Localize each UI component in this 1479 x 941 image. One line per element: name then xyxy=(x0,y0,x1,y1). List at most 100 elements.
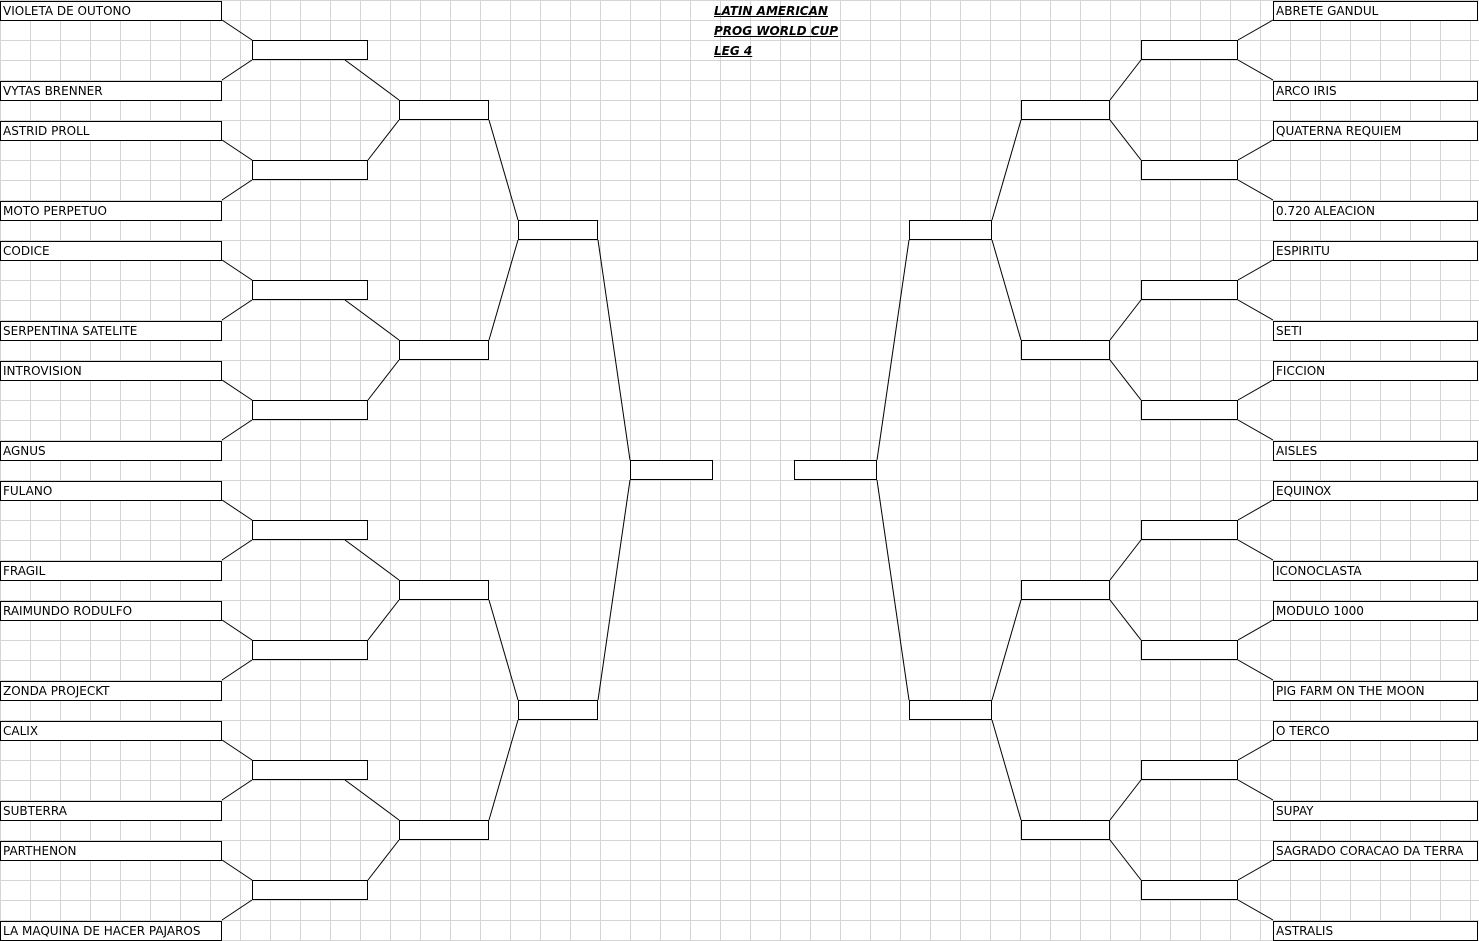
bracket-connector xyxy=(1237,779,1274,801)
left-team-box[interactable]: ZONDA PROJECKT xyxy=(0,681,222,701)
right-team-box[interactable]: 0.720 ALEACION xyxy=(1273,201,1478,221)
bracket-connector xyxy=(367,119,400,161)
bracket-connector xyxy=(1109,839,1142,881)
left-round2-slot[interactable] xyxy=(252,160,368,180)
right-team-box[interactable]: SETI xyxy=(1273,321,1478,341)
right-quarterfinal-slot[interactable] xyxy=(1021,820,1110,840)
left-round2-slot[interactable] xyxy=(252,760,368,780)
bracket-connector xyxy=(1237,59,1274,81)
right-team-box[interactable]: ARCO IRIS xyxy=(1273,81,1478,101)
bracket-connector xyxy=(597,479,631,701)
bracket-connector xyxy=(1109,59,1142,101)
left-team-box[interactable]: ASTRID PROLL xyxy=(0,121,222,141)
bracket-connector xyxy=(221,419,253,441)
left-team-box[interactable]: SERPENTINA SATELITE xyxy=(0,321,222,341)
left-team-box[interactable]: VYTAS BRENNER xyxy=(0,81,222,101)
bracket-connector xyxy=(1109,599,1142,641)
bracket-connector xyxy=(221,139,253,161)
bracket-connector xyxy=(221,859,253,881)
bracket-connector xyxy=(221,59,253,81)
bracket-connector xyxy=(1109,299,1142,341)
right-semifinal-slot[interactable] xyxy=(909,220,992,240)
left-team-box[interactable]: INTROVISION xyxy=(0,361,222,381)
left-team-box[interactable]: SUBTERRA xyxy=(0,801,222,821)
bracket-connector xyxy=(221,259,253,281)
left-round2-slot[interactable] xyxy=(252,280,368,300)
left-quarterfinal-slot[interactable] xyxy=(399,580,489,600)
left-round2-slot[interactable] xyxy=(252,880,368,900)
left-team-box[interactable]: CALIX xyxy=(0,721,222,741)
bracket-connector xyxy=(1237,419,1274,441)
bracket-connector xyxy=(488,719,519,821)
bracket-connector xyxy=(367,839,400,881)
left-team-box[interactable]: LA MAQUINA DE HACER PAJAROS xyxy=(0,921,222,941)
right-round2-slot[interactable] xyxy=(1141,640,1238,660)
right-team-box[interactable]: QUATERNA REQUIEM xyxy=(1273,121,1478,141)
bracket-connector xyxy=(876,479,910,701)
right-team-box[interactable]: AISLES xyxy=(1273,441,1478,461)
left-team-box[interactable]: VIOLETA DE OUTONO xyxy=(0,1,222,21)
left-semifinal-slot[interactable] xyxy=(518,220,598,240)
bracket-connector xyxy=(221,539,253,561)
right-round2-slot[interactable] xyxy=(1141,520,1238,540)
bracket-connector xyxy=(221,499,253,521)
bracket-connector xyxy=(991,599,1022,701)
bracket-connector xyxy=(1237,619,1274,641)
bracket-connector xyxy=(221,739,253,761)
bracket-connector xyxy=(1237,539,1274,561)
left-team-box[interactable]: RAIMUNDO RODULFO xyxy=(0,601,222,621)
left-semifinal-slot[interactable] xyxy=(518,700,598,720)
right-team-box[interactable]: PIG FARM ON THE MOON xyxy=(1273,681,1478,701)
bracket-connector xyxy=(1237,259,1274,281)
left-quarterfinal-slot[interactable] xyxy=(399,100,489,120)
right-team-box[interactable]: ICONOCLASTA xyxy=(1273,561,1478,581)
title-line-3: LEG 4 xyxy=(714,44,753,58)
left-final-slot[interactable] xyxy=(630,460,713,480)
left-quarterfinal-slot[interactable] xyxy=(399,820,489,840)
left-team-box[interactable]: MOTO PERPETUO xyxy=(0,201,222,221)
left-team-box[interactable]: FRAGIL xyxy=(0,561,222,581)
bracket-connector xyxy=(1237,379,1274,401)
bracket-connector xyxy=(1237,139,1274,161)
left-round2-slot[interactable] xyxy=(252,40,368,60)
bracket-connector xyxy=(991,719,1022,821)
right-round2-slot[interactable] xyxy=(1141,880,1238,900)
right-team-box[interactable]: MODULO 1000 xyxy=(1273,601,1478,621)
right-team-box[interactable]: O TERCO xyxy=(1273,721,1478,741)
left-round2-slot[interactable] xyxy=(252,640,368,660)
left-team-box[interactable]: AGNUS xyxy=(0,441,222,461)
right-team-box[interactable]: ESPIRITU xyxy=(1273,241,1478,261)
right-team-box[interactable]: ABRETE GANDUL xyxy=(1273,1,1478,21)
right-round2-slot[interactable] xyxy=(1141,760,1238,780)
right-quarterfinal-slot[interactable] xyxy=(1021,580,1110,600)
bracket-connector xyxy=(221,179,253,201)
right-team-box[interactable]: EQUINOX xyxy=(1273,481,1478,501)
right-team-box[interactable]: SUPAY xyxy=(1273,801,1478,821)
right-semifinal-slot[interactable] xyxy=(909,700,992,720)
bracket-connector xyxy=(1237,859,1274,881)
left-round2-slot[interactable] xyxy=(252,520,368,540)
left-team-box[interactable]: CODICE xyxy=(0,241,222,261)
right-team-box[interactable]: ASTRALIS xyxy=(1273,921,1478,941)
right-quarterfinal-slot[interactable] xyxy=(1021,100,1110,120)
bracket-connector xyxy=(221,619,253,641)
bracket-connector xyxy=(221,659,253,681)
right-team-box[interactable]: SAGRADO CORACAO DA TERRA xyxy=(1273,841,1478,861)
right-round2-slot[interactable] xyxy=(1141,280,1238,300)
right-round2-slot[interactable] xyxy=(1141,400,1238,420)
left-round2-slot[interactable] xyxy=(252,400,368,420)
right-team-box[interactable]: FICCION xyxy=(1273,361,1478,381)
bracket-connector xyxy=(367,359,400,401)
right-round2-slot[interactable] xyxy=(1141,160,1238,180)
right-final-slot[interactable] xyxy=(794,460,877,480)
right-quarterfinal-slot[interactable] xyxy=(1021,340,1110,360)
bracket-connector xyxy=(221,299,253,321)
bracket-connector xyxy=(1237,299,1274,321)
left-team-box[interactable]: PARTHENON xyxy=(0,841,222,861)
bracket-connector xyxy=(344,59,400,101)
bracket-connector xyxy=(367,599,400,641)
right-round2-slot[interactable] xyxy=(1141,40,1238,60)
left-quarterfinal-slot[interactable] xyxy=(399,340,489,360)
left-team-box[interactable]: FULANO xyxy=(0,481,222,501)
